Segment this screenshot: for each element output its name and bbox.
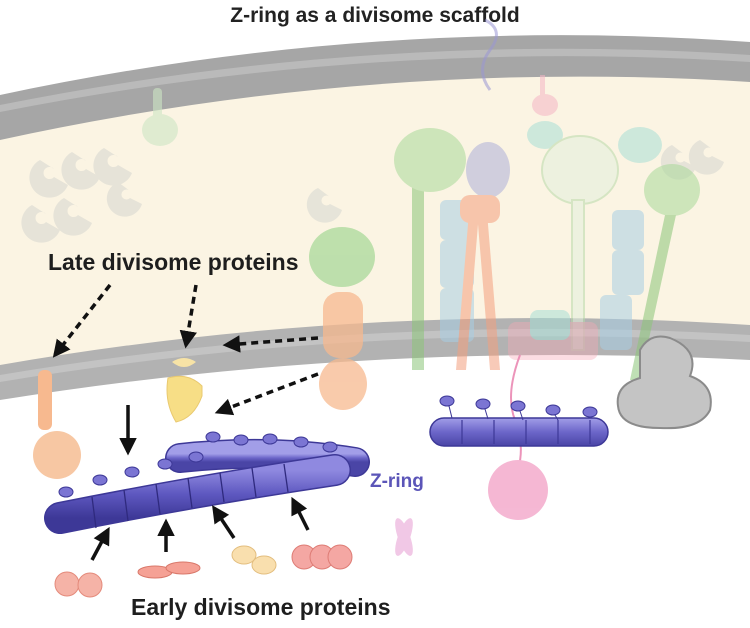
dashed-arrow-icon: [179, 284, 198, 349]
late-divisome-complex: [394, 18, 700, 380]
early-protein-coral-3: [327, 544, 353, 570]
inner-membrane-highlight: [0, 328, 750, 382]
early-protein-pink-1: [54, 571, 80, 597]
faded-background-proteins: [21, 88, 724, 243]
late-arrows: [52, 283, 319, 416]
grey-membrane-protein: [616, 335, 712, 430]
late-divisome-label: Late divisome proteins: [48, 249, 299, 275]
figure-title: Z-ring as a divisome scaffold: [230, 4, 519, 27]
solid-arrow-icon: [212, 505, 236, 539]
dashed-arrow-icon: [52, 283, 112, 358]
dashed-arrow-icon: [214, 372, 319, 416]
zring-segment-right: [429, 395, 609, 447]
early-proteins: [54, 518, 413, 598]
zring-filament-front: [44, 451, 351, 534]
solid-arrow-icon: [90, 526, 110, 561]
early-divisome-label: Early divisome proteins: [131, 594, 390, 620]
zring-label: Z-ring: [370, 471, 424, 492]
early-protein-pink-2: [77, 572, 103, 598]
outer-membrane: [0, 35, 750, 140]
early-protein-pink-twist: [395, 518, 413, 556]
dashed-arrow-icon: [222, 335, 319, 353]
early-protein-red-2: [165, 561, 201, 575]
early-arrows: [90, 405, 310, 561]
late-protein-orange: [33, 370, 81, 479]
late-protein-yellow: [166, 358, 203, 423]
center-orange-protein: [309, 227, 375, 410]
solid-arrow-icon: [291, 496, 310, 531]
early-protein-yellow-2: [251, 555, 277, 575]
outer-membrane-highlight: [0, 48, 750, 112]
early-protein-yellow-1: [231, 545, 257, 565]
